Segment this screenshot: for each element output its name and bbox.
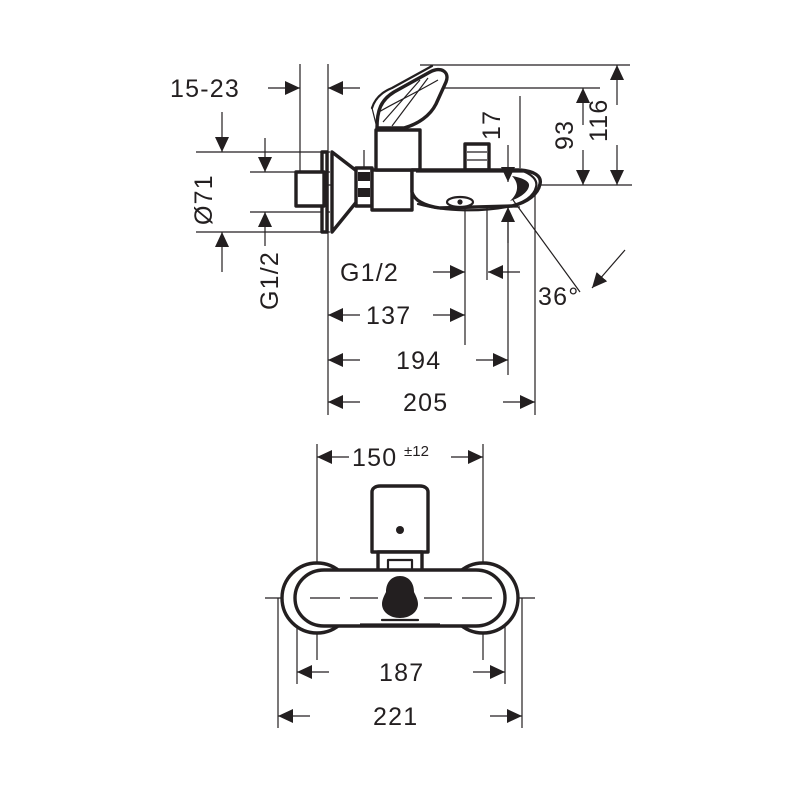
dim-label-height-116: 116 <box>585 99 613 142</box>
dim-height-93: 93 <box>551 88 590 185</box>
dim-label-height-93: 93 <box>551 120 579 150</box>
mixer-body-base <box>370 168 414 212</box>
union-rib-bottom <box>358 188 370 197</box>
cartridge-housing <box>374 128 422 172</box>
dim-height-116: 116 <box>585 65 624 185</box>
dim-label-spout-tip-17: 17 <box>478 110 506 140</box>
dim-label-body-width: 187 <box>379 659 424 687</box>
dim-label-wall-offset: 15-23 <box>170 75 240 103</box>
dim-depth-137: 137 <box>328 302 465 330</box>
faucet-body-side <box>294 64 542 234</box>
front-diverter-boss <box>382 576 418 618</box>
front-elevation-view: 150 ±12 187 221 <box>265 443 535 731</box>
dim-label-spout-angle: 36° <box>538 283 579 311</box>
dim-inlet-thread-horizontal: G1/2 <box>340 259 520 287</box>
dim-centre-distance-150: 150 ±12 <box>317 443 483 472</box>
wall-inlet-nipple <box>294 170 326 208</box>
dim-spout-angle: 36° <box>512 199 626 311</box>
spout-shading <box>510 176 530 201</box>
dim-label-depth-194: 194 <box>396 347 441 375</box>
indicator-dot <box>396 526 404 534</box>
dim-label-depth-137: 137 <box>366 302 411 330</box>
dim-label-centre-distance: 150 <box>352 444 397 472</box>
dim-body-width-187: 187 <box>297 659 505 687</box>
front-cartridge-housing <box>370 484 430 554</box>
dim-spout-tip-17: 17 <box>478 110 515 243</box>
dim-label-inlet-thread-horizontal: G1/2 <box>340 259 399 287</box>
dim-escutcheon-diameter: Ø71 <box>190 112 229 272</box>
aerator-hole <box>457 199 463 205</box>
dim-label-escutcheon-diameter: Ø71 <box>190 174 218 225</box>
dim-inlet-thread-vertical: G1/2 <box>256 138 284 310</box>
dim-label-overall-width: 221 <box>373 703 418 731</box>
side-elevation-view: 15-23 Ø71 G1/2 116 <box>170 64 632 417</box>
dim-depth-205: 205 <box>328 389 535 417</box>
diverter-knob <box>463 142 491 172</box>
escutcheon-cone <box>330 150 360 234</box>
dim-label-inlet-thread-vertical: G1/2 <box>256 251 284 310</box>
dim-label-depth-205: 205 <box>403 389 448 417</box>
dim-overall-width-221: 221 <box>278 703 522 731</box>
dim-wall-offset: 15-23 <box>170 75 360 103</box>
dim-label-centre-tolerance: ±12 <box>404 443 429 460</box>
dim-depth-194: 194 <box>328 347 508 375</box>
union-rib-top <box>358 172 370 181</box>
